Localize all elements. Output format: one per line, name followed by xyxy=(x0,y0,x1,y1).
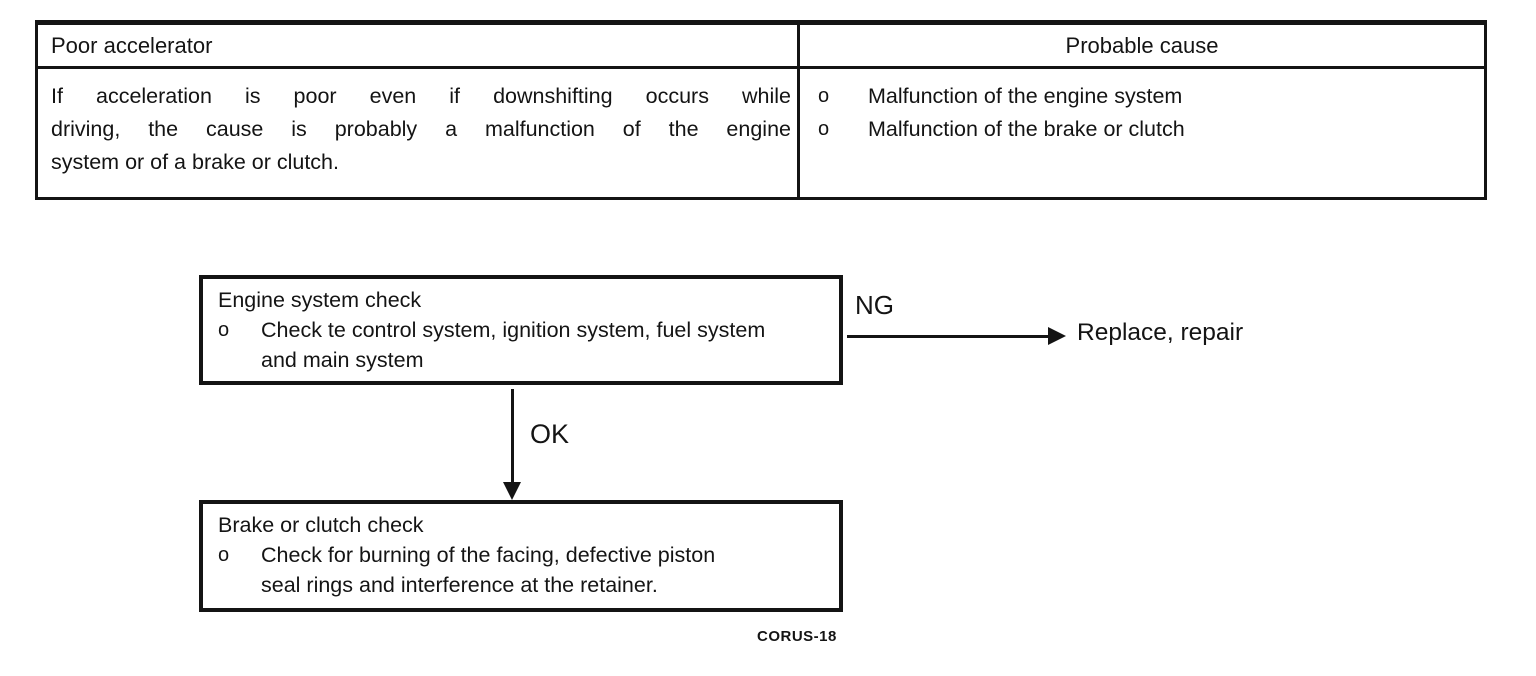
probable-cause-header-label: Probable cause xyxy=(1065,32,1219,58)
table-header-symptom: Poor accelerator xyxy=(38,25,797,66)
right-arrowhead-icon xyxy=(1048,327,1066,345)
flow-step-bullet: o Check for burning of the facing, defec… xyxy=(218,540,837,570)
figure-code: CORUS-18 xyxy=(757,628,837,645)
cause-text: Malfunction of the engine system xyxy=(868,84,1183,108)
cause-item: o Malfunction of the brake or clutch xyxy=(818,113,1484,146)
table-header-divider xyxy=(38,66,1484,69)
table-column-divider xyxy=(797,25,800,197)
symptom-header-label: Poor accelerator xyxy=(51,32,213,58)
flow-step-bullet: o Check te control system, ignition syst… xyxy=(218,315,837,345)
flow-step-brake-clutch-check: Brake or clutch check o Check for burnin… xyxy=(199,500,843,612)
down-arrow-line xyxy=(511,389,514,484)
cause-text: Malfunction of the brake or clutch xyxy=(868,117,1185,141)
flow-step-bullet-text: Check for burning of the facing, defecti… xyxy=(261,543,716,567)
cause-item: o Malfunction of the engine system xyxy=(818,80,1484,113)
symptom-line: If acceleration is poor even if downshif… xyxy=(51,84,791,108)
flow-step-bullet-continuation: and main system xyxy=(261,348,424,372)
bullet-marker: o xyxy=(818,118,830,140)
symptom-description-cell: If acceleration is poor even if downshif… xyxy=(38,69,797,179)
bullet-marker: o xyxy=(818,85,830,107)
ok-branch-label: OK xyxy=(530,419,570,449)
down-arrowhead-icon xyxy=(503,482,521,500)
symptom-line: system or of a brake or clutch. xyxy=(51,150,339,174)
flow-step-bullet-continuation: seal rings and interference at the retai… xyxy=(261,573,658,597)
flow-step-title: Brake or clutch check xyxy=(218,513,424,537)
flow-step-engine-system-check: Engine system check o Check te control s… xyxy=(199,275,843,385)
flow-step-bullet-text: Check te control system, ignition system… xyxy=(261,318,766,342)
table-header-probable-cause: Probable cause xyxy=(800,25,1484,66)
ng-outcome-label: Replace, repair xyxy=(1077,319,1244,346)
flow-step-title: Engine system check xyxy=(218,288,422,312)
probable-cause-cell: o Malfunction of the engine system o Mal… xyxy=(800,69,1484,146)
bullet-marker: o xyxy=(218,319,230,341)
symptom-line: driving, the cause is probably a malfunc… xyxy=(51,117,791,141)
bullet-marker: o xyxy=(218,544,230,566)
ng-branch-label: NG xyxy=(855,290,894,320)
trouble-table: Poor accelerator Probable cause If accel… xyxy=(35,20,1487,200)
right-arrow-line xyxy=(847,335,1050,338)
